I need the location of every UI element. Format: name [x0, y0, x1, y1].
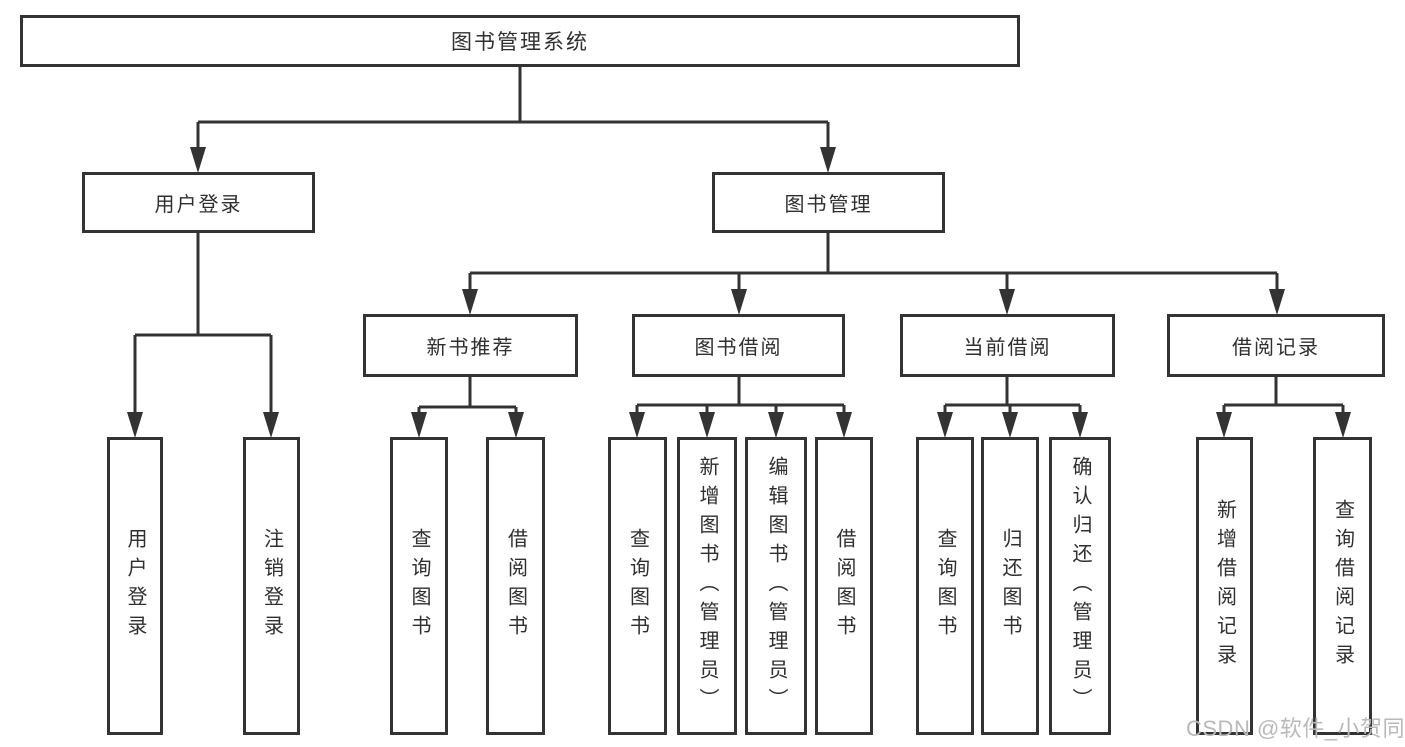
node-label: 查询借阅记录 [1331, 499, 1354, 673]
leaf-borrowing-borrow-books: 借阅图书 [815, 437, 873, 735]
node-new-book-recommendation: 新书推荐 [363, 314, 578, 377]
node-label: 用户登录 [154, 194, 243, 216]
leaf-current-return-books: 归还图书 [981, 437, 1039, 735]
leaf-borrowing-query-books: 查询图书 [608, 437, 667, 735]
node-label: 用户登录 [124, 528, 146, 644]
node-root-system: 图书管理系统 [20, 15, 1020, 67]
leaf-borrowing-add-books-admin: 新增图书（管理员） [677, 437, 737, 735]
node-label: 归还图书 [999, 528, 1021, 644]
node-current-borrowing: 当前借阅 [900, 314, 1115, 377]
leaf-user-login: 用户登录 [107, 437, 163, 735]
node-label: 借阅图书 [504, 528, 527, 644]
node-label: 图书管理系统 [451, 31, 589, 54]
node-label: 图书管理 [784, 194, 873, 216]
leaf-current-confirm-return-admin: 确认归还（管理员） [1049, 437, 1111, 735]
node-label: 新书推荐 [426, 337, 515, 359]
leaf-records-query-borrow-record: 查询借阅记录 [1313, 437, 1372, 735]
node-label: 借阅记录 [1232, 337, 1320, 359]
node-borrowing-records: 借阅记录 [1167, 314, 1385, 377]
leaf-borrowing-edit-books-admin: 编辑图书（管理员） [745, 437, 807, 735]
node-book-borrowing: 图书借阅 [632, 314, 845, 377]
leaf-recommend-query-books: 查询图书 [390, 437, 448, 735]
leaf-recommend-borrow-books: 借阅图书 [486, 437, 545, 735]
node-label: 编辑图书（管理员） [765, 455, 787, 717]
node-label: 确认归还（管理员） [1069, 455, 1091, 717]
node-label: 新增图书（管理员） [696, 455, 718, 717]
leaf-logout: 注销登录 [243, 437, 300, 735]
node-label: 查询图书 [626, 528, 649, 644]
node-label: 借阅图书 [833, 528, 855, 644]
node-user-login: 用户登录 [82, 172, 315, 233]
node-label: 注销登录 [260, 528, 283, 644]
node-label: 新增借阅记录 [1213, 499, 1236, 673]
leaf-records-add-borrow-record: 新增借阅记录 [1196, 437, 1253, 735]
csdn-watermark: CSDN @软件_小贺同学 [1186, 716, 1405, 741]
node-book-management: 图书管理 [712, 172, 945, 233]
node-label: 查询图书 [934, 528, 956, 644]
node-label: 当前借阅 [963, 337, 1052, 359]
node-label: 查询图书 [408, 528, 430, 644]
leaf-current-query-books: 查询图书 [916, 437, 974, 735]
node-label: 图书借阅 [694, 337, 783, 359]
